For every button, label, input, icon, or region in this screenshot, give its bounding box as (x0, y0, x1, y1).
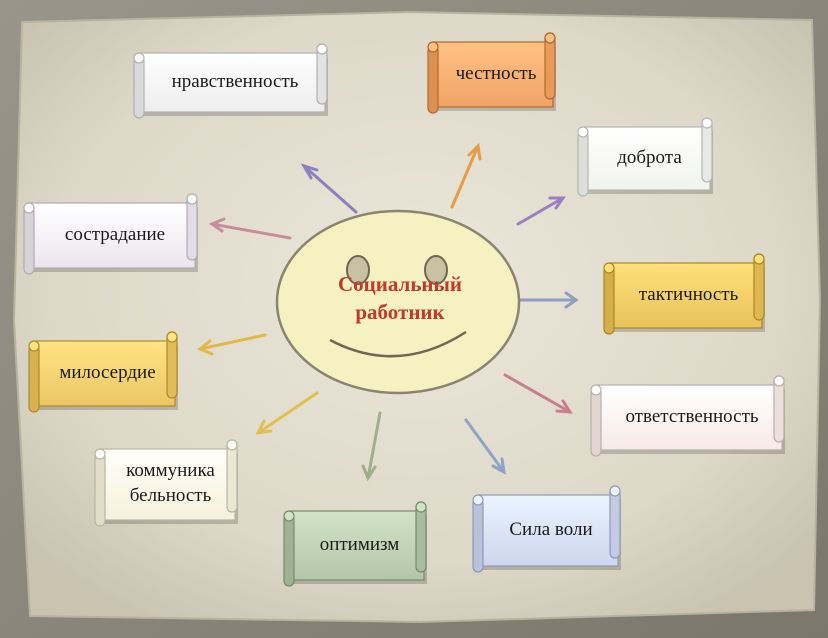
scroll-shape (94, 439, 238, 527)
scroll-shape (577, 117, 713, 197)
smiley-face (275, 209, 521, 395)
scroll-shape (427, 32, 556, 114)
node-kindness: доброта (577, 117, 714, 197)
node-label: тактичность (638, 283, 739, 305)
node-label: Сила воли (509, 518, 593, 540)
node-label: нравственность (171, 70, 299, 92)
node-label: ответственность (625, 405, 759, 427)
node-tact: тактичность (603, 253, 766, 335)
scroll-shape (283, 501, 427, 587)
arrow-to-tact (518, 291, 579, 309)
center-title-line1: Социальный (337, 272, 463, 296)
node-compassion: сострадание (23, 193, 199, 275)
center-title: Социальный работник (300, 270, 500, 326)
scroll-shape (603, 253, 765, 335)
smile (329, 330, 467, 358)
node-communicativeness: коммуника бельность (94, 439, 239, 527)
node-morality: нравственность (133, 43, 329, 119)
node-label: честность (455, 62, 537, 84)
node-label: доброта (617, 146, 682, 168)
node-label-line1: коммуника (126, 460, 215, 481)
arrow-to-communicativeness (255, 391, 319, 435)
node-optimism: оптимизм (283, 501, 428, 587)
scroll-shape (590, 375, 785, 457)
arrow-to-responsibility (503, 373, 573, 414)
scroll-shape (133, 43, 328, 119)
arrow-to-mercy (197, 333, 267, 356)
node-honesty: честность (427, 32, 557, 114)
arrow-to-willpower (464, 418, 506, 475)
node-willpower: Сила воли (472, 485, 622, 573)
arrows (197, 142, 579, 482)
scroll-shape (472, 485, 621, 573)
node-label: сострадание (64, 223, 166, 245)
left-eye (346, 255, 370, 285)
node-label: коммуника бельность (112, 458, 221, 508)
node-label: милосердие (59, 361, 156, 383)
arrow-to-optimism (361, 411, 382, 482)
node-label-line2: бельность (129, 485, 212, 506)
center-title-line2: работник (355, 300, 445, 324)
arrow-to-kindness (516, 196, 566, 226)
node-mercy: милосердие (28, 331, 179, 413)
node-label: оптимизм (319, 533, 400, 555)
node-responsibility: ответственность (590, 375, 786, 457)
arrow-to-morality (300, 163, 358, 214)
scroll-shape (28, 331, 178, 413)
scroll-shape (23, 193, 198, 275)
right-eye (424, 255, 448, 285)
arrow-to-honesty (450, 142, 482, 209)
arrow-to-compassion (208, 217, 292, 240)
